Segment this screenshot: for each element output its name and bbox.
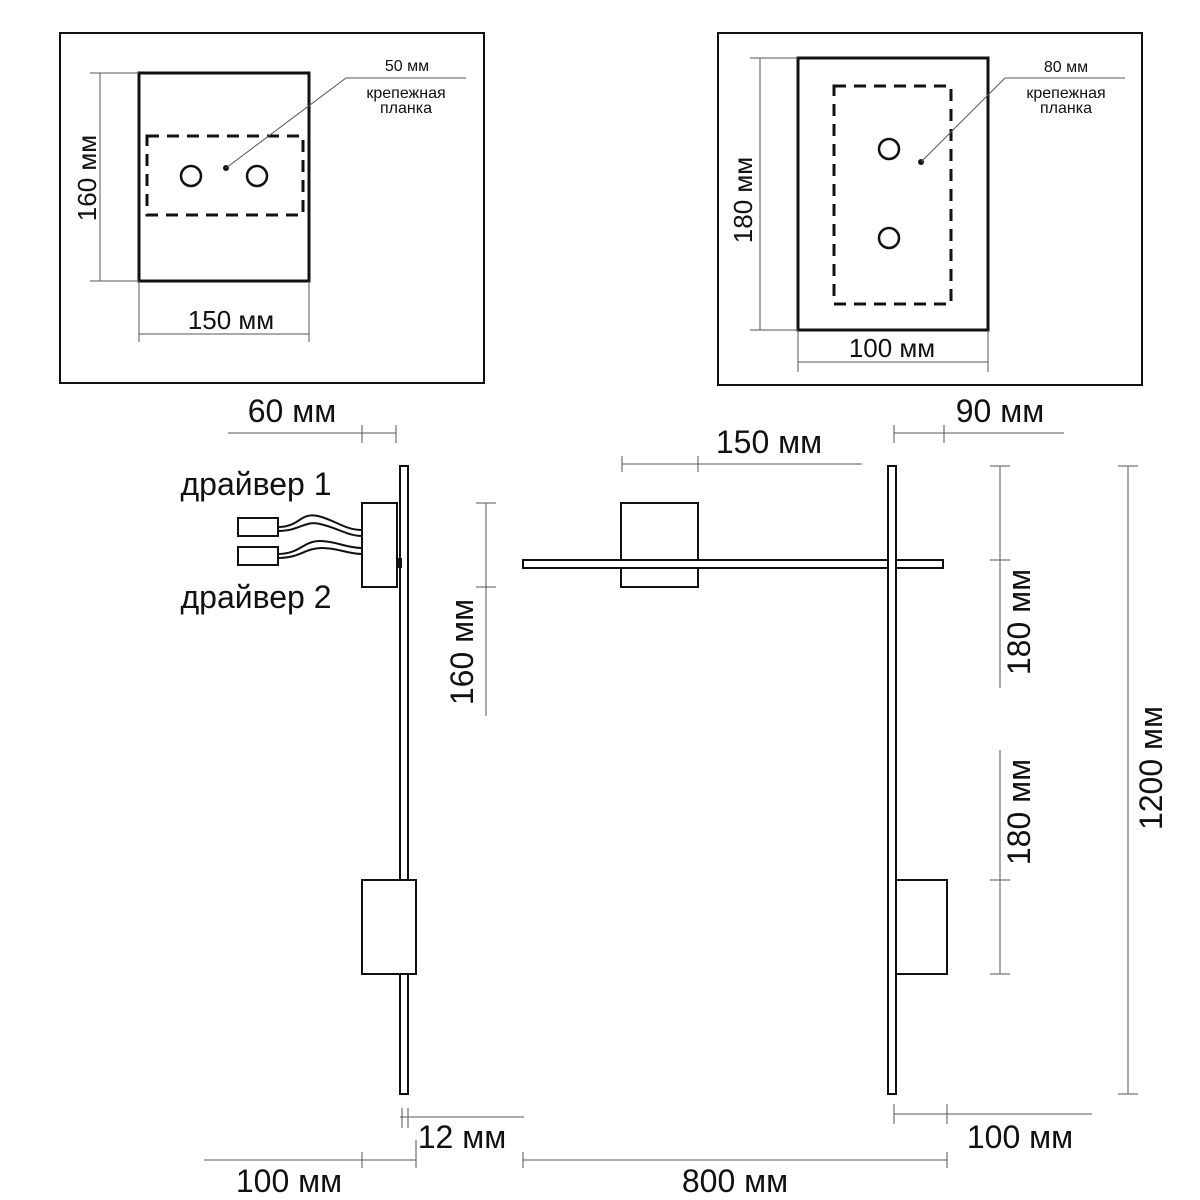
screw-hole-right-2 <box>877 226 901 250</box>
driver-1-label: драйвер 1 <box>180 466 331 502</box>
side-canopy-box <box>361 502 398 588</box>
plate-caption-line1-right: крепежная <box>1026 85 1105 102</box>
canopy-outline-left <box>137 71 311 283</box>
depth-label: 60 мм <box>248 393 336 429</box>
panel-mount-view-left: 160 мм 150 мм 50 мм крепежная планка <box>59 32 485 384</box>
driver-1-wire-b <box>277 522 363 537</box>
side-lower-head <box>361 879 417 975</box>
screw-hole-left-1 <box>179 164 203 188</box>
screw-hole-left-2 <box>245 164 269 188</box>
plate-caption-line2-right: планка <box>1040 100 1092 117</box>
canopy-outline-right <box>796 56 990 332</box>
arm-offset-label: 150 мм <box>716 424 822 460</box>
bottom-offset-label: 100 мм <box>236 1163 342 1199</box>
panel-frame-right <box>717 32 1143 386</box>
driver-2-label: драйвер 2 <box>180 579 331 615</box>
front-canopy-box <box>620 502 699 588</box>
driver-1-box <box>237 517 279 537</box>
panel-mount-view-right: 180 мм 100 мм 80 мм крепежная планка <box>717 32 1143 386</box>
plate-caption-line1-left: крепежная <box>366 85 445 102</box>
screw-hole-right-1 <box>877 137 901 161</box>
mounting-plate-outline-right <box>832 84 953 306</box>
panel-frame-left <box>59 32 485 384</box>
width-label-left: 150 мм <box>188 305 274 335</box>
height-label-left: 160 мм <box>72 135 102 221</box>
driver-2-wire-b <box>277 546 363 559</box>
rod-thickness-label: 12 мм <box>418 1119 506 1155</box>
width-label-right: 100 мм <box>849 333 935 363</box>
arm-length-label: 800 мм <box>682 1163 788 1199</box>
driver-2-wire-a <box>277 539 363 555</box>
driver-1-wire-a <box>277 514 363 531</box>
leader-line-left <box>225 77 466 169</box>
front-lower-head <box>895 879 948 975</box>
side-view: 60 мм драйвер 1 драйвер 2 160 мм 12 мм 1… <box>180 393 524 1199</box>
total-height-label: 1200 мм <box>1133 706 1169 830</box>
front-view: 150 мм 90 мм 180 мм 180 мм 1200 мм <box>522 393 1169 1199</box>
plate-size-label-right: 80 мм <box>1044 59 1088 76</box>
height-label-right: 180 мм <box>728 157 758 243</box>
plate-size-label-left: 50 мм <box>385 58 429 75</box>
front-vertical-rod <box>887 465 897 1095</box>
front-horizontal-arm <box>522 559 944 569</box>
side-rod <box>399 465 409 1095</box>
mounting-plate-outline-left <box>145 134 305 217</box>
side-canopy-connector <box>396 558 402 568</box>
leader-line-right <box>920 77 1125 163</box>
plate-caption-line2-left: планка <box>380 100 432 117</box>
lower-segment-label: 180 мм <box>1001 759 1037 865</box>
driver-2-box <box>237 546 279 566</box>
bottom-right-label: 100 мм <box>967 1119 1073 1155</box>
top-right-label: 90 мм <box>956 393 1044 429</box>
upper-segment-label: 180 мм <box>1001 569 1037 675</box>
box-height-label: 160 мм <box>444 599 480 705</box>
